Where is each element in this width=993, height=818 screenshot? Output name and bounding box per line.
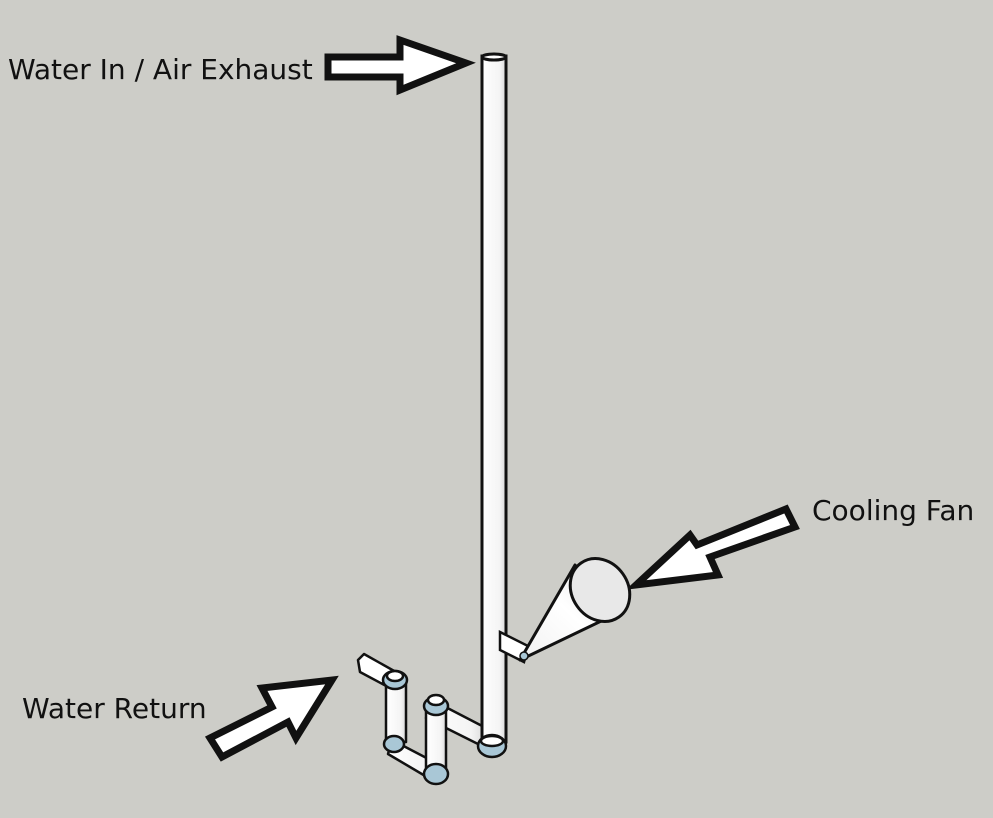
water-in-label: Water In / Air Exhaust [8, 53, 313, 86]
down-left-arrow-icon [625, 504, 800, 590]
water-return-label: Water Return [22, 692, 207, 725]
cooling-fan-label: Cooling Fan [812, 494, 975, 527]
return-pipe-assembly [356, 652, 488, 786]
main-pipe-base-fitting [476, 733, 508, 759]
main-vertical-pipe [480, 52, 508, 744]
right-arrow-icon [324, 35, 476, 96]
cooling-fan-cone [518, 557, 632, 662]
up-right-arrow-icon [204, 675, 339, 762]
